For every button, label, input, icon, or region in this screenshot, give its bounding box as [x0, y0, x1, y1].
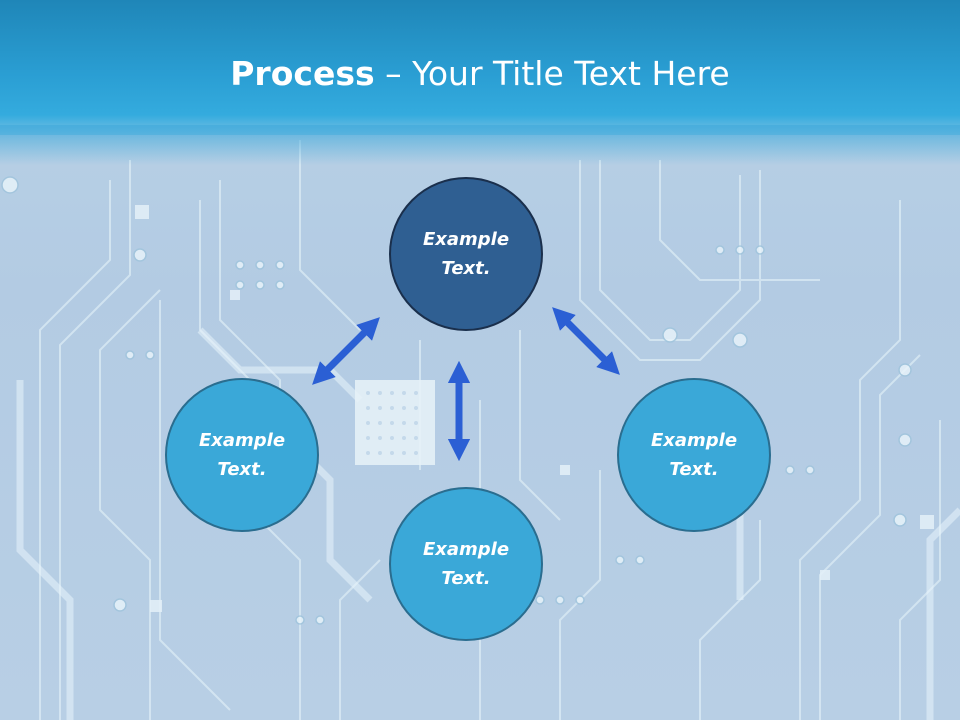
node-text-line2: Text. [669, 459, 719, 480]
node-text-line1: Example [198, 430, 286, 451]
node-text-line2: Text. [441, 258, 491, 279]
process-node-top: Example Text. [389, 177, 543, 331]
title-bold: Process [230, 54, 375, 93]
header-bar [0, 0, 960, 135]
arrow-top-right [552, 307, 620, 375]
node-text-line1: Example [650, 430, 738, 451]
arrow-top-left [312, 317, 380, 385]
process-node-bottom: Example Text. [389, 487, 543, 641]
node-text-line1: Example [422, 229, 510, 250]
process-node-left: Example Text. [165, 378, 319, 532]
node-text-line2: Text. [441, 568, 491, 589]
title-rest: – Your Title Text Here [374, 54, 730, 93]
node-text-line2: Text. [217, 459, 267, 480]
header-fade [0, 125, 960, 165]
slide-title: Process – Your Title Text Here [0, 52, 960, 96]
node-text-line1: Example [422, 539, 510, 560]
process-node-right: Example Text. [617, 378, 771, 532]
